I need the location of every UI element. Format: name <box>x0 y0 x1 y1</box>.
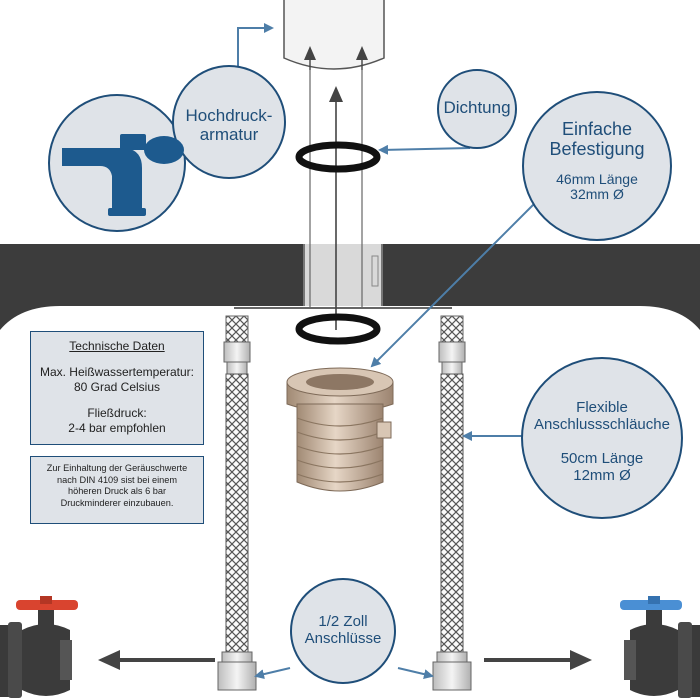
faucet-icon <box>62 134 184 216</box>
tech-data-title: Technische Daten <box>69 339 165 353</box>
arrow-left <box>98 650 120 670</box>
dichtung-circle <box>437 69 517 149</box>
hochdruck-label: Hochdruck- armatur <box>173 106 285 144</box>
tech-flow-line2: 2-4 bar empfohlen <box>68 420 166 435</box>
seal-ring-top <box>295 141 381 173</box>
anschluss-line2: Anschlüsse <box>304 629 382 647</box>
tech-flow-line1: Fließdruck: <box>87 406 147 421</box>
dichtung-label: Dichtung <box>438 98 516 118</box>
tech-temp-line2: 80 Grad Celsius <box>73 379 161 394</box>
countertop-hole <box>304 244 382 306</box>
schlauch-circle <box>521 357 683 519</box>
befestigung-circle <box>522 91 672 241</box>
din-note-line1: Zur Einhaltung der Geräuschwerte <box>46 463 188 473</box>
din-note-line2: nach DIN 4109 sist bei einem <box>56 474 177 485</box>
anschluss-label: 1/2 Zoll Anschlüsse <box>293 613 393 647</box>
countertop-hole-edge <box>303 244 383 306</box>
valve-red-icon <box>0 596 78 698</box>
callout-arrow-anschluss-right <box>397 667 434 680</box>
schlauch-title-line2: Anschlussschläuche <box>534 415 670 433</box>
arrow-right <box>570 650 592 670</box>
hose-left <box>217 315 257 691</box>
callout-arrow-dichtung <box>378 144 471 155</box>
valve-blue-icon <box>620 596 700 698</box>
din-note-box: Zur Einhaltung der Geräuschwerte nach DI… <box>30 456 204 524</box>
hochdruck-label-line1: Hochdruck- <box>185 106 273 125</box>
schlauch-length: 50cm Länge <box>560 450 644 467</box>
din-note-line3: höheren Druck als 6 bar <box>67 486 167 496</box>
befestigung-label: Einfache Befestigung 46mm Länge 32mm Ø <box>523 119 671 202</box>
befestigung-length: 46mm Länge <box>556 170 638 187</box>
dichtung-text: Dichtung <box>443 98 511 117</box>
tech-data-box: Technische Daten Max. Heißwassertemperat… <box>30 331 204 445</box>
schlauch-diameter: 12mm Ø <box>573 466 631 484</box>
seal-ring-bottom <box>295 313 381 345</box>
din-note-line4: Druckminderer einzubauen. <box>60 497 174 508</box>
schlauch-label: Flexible Anschlussschläuche 50cm Länge 1… <box>522 399 682 484</box>
befestigung-title-line2: Befestigung <box>549 138 645 159</box>
hochdruck-circle <box>172 65 286 179</box>
callout-arrow-befestigung <box>370 195 543 368</box>
brass-fitting <box>286 367 394 492</box>
hose-right <box>432 315 472 691</box>
befestigung-diameter: 32mm Ø <box>570 185 624 202</box>
befestigung-title-line1: Einfache <box>561 119 633 139</box>
anschluss-circle <box>290 578 396 684</box>
tap-tube <box>283 0 385 70</box>
anschluss-line1: 1/2 Zoll <box>318 613 368 630</box>
schlauch-title-line1: Flexible <box>576 399 628 416</box>
tech-temp-line1: Max. Heißwassertemperatur: <box>39 365 195 380</box>
callout-arrow-anschluss-left <box>254 667 291 680</box>
hochdruck-label-line2: armatur <box>199 124 259 144</box>
